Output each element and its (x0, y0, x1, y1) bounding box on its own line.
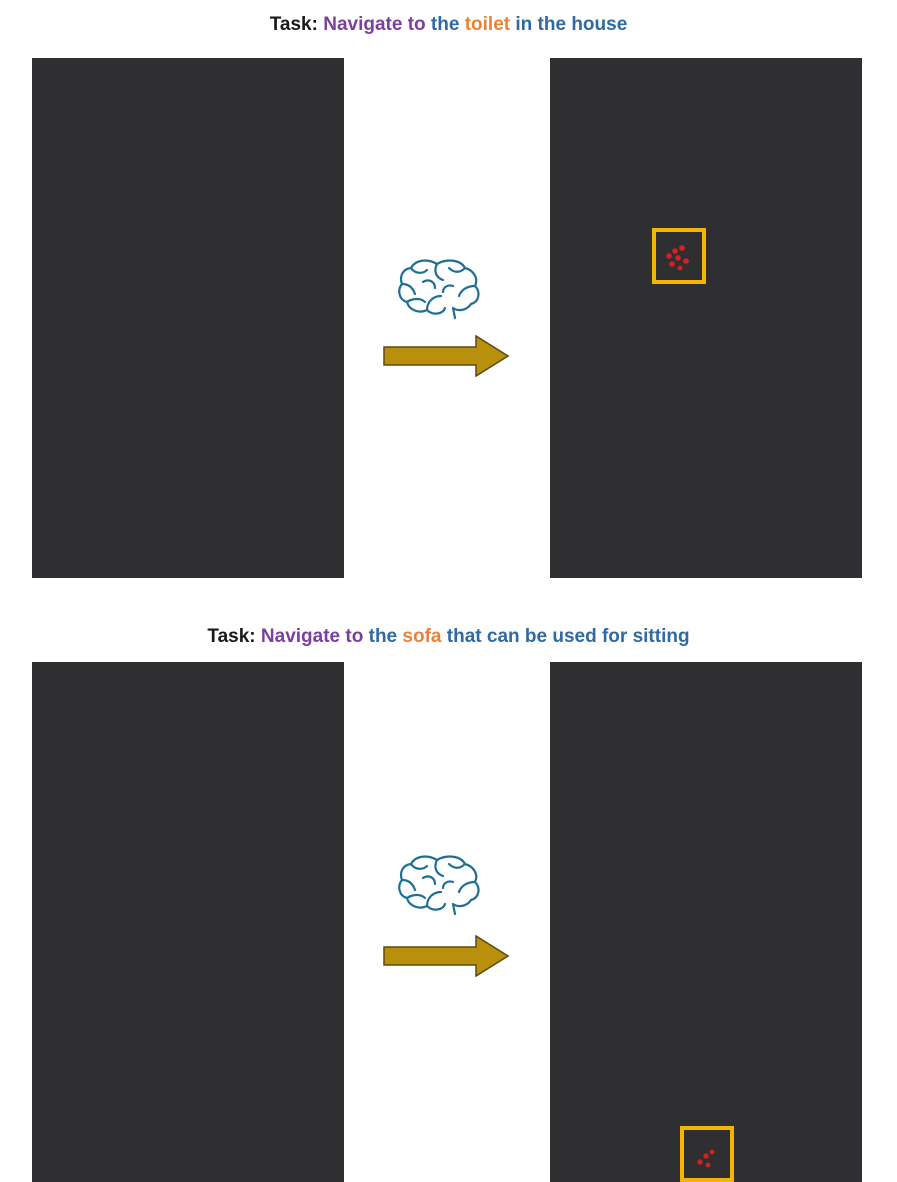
task-verb: Navigate to (260, 626, 364, 647)
floorplan-output: ▥ (550, 58, 862, 578)
floorplan-input: ▥ (32, 58, 344, 578)
task-panel-toilet: Task: Navigate to the toilet in the hous… (0, 0, 897, 590)
task-article: the (368, 626, 398, 647)
floorplan-output: ▥ (550, 662, 862, 1182)
brain-icon (398, 259, 480, 320)
task-title: Task: Navigate to the toilet in the hous… (0, 14, 897, 36)
brain-icon (398, 855, 480, 916)
task-rest: in the house (515, 14, 628, 35)
task-object: sofa (402, 626, 442, 647)
right-arrow-icon (383, 934, 510, 978)
task-verb: Navigate to (323, 14, 426, 35)
task-label: Task: (269, 14, 318, 35)
right-arrow-icon (383, 334, 510, 378)
task-label: Task: (207, 626, 256, 647)
task-object: toilet (464, 14, 511, 35)
target-box-icon (680, 1126, 734, 1182)
task-title: Task: Navigate to the sofa that can be u… (0, 626, 897, 648)
floorplan-input: ▥ (32, 662, 344, 1182)
task-article: the (430, 14, 460, 35)
task-rest: that can be used for sitting (446, 626, 690, 647)
task-panel-sofa: Task: Navigate to the sofa that can be u… (0, 590, 897, 1182)
target-box-icon (652, 228, 706, 284)
